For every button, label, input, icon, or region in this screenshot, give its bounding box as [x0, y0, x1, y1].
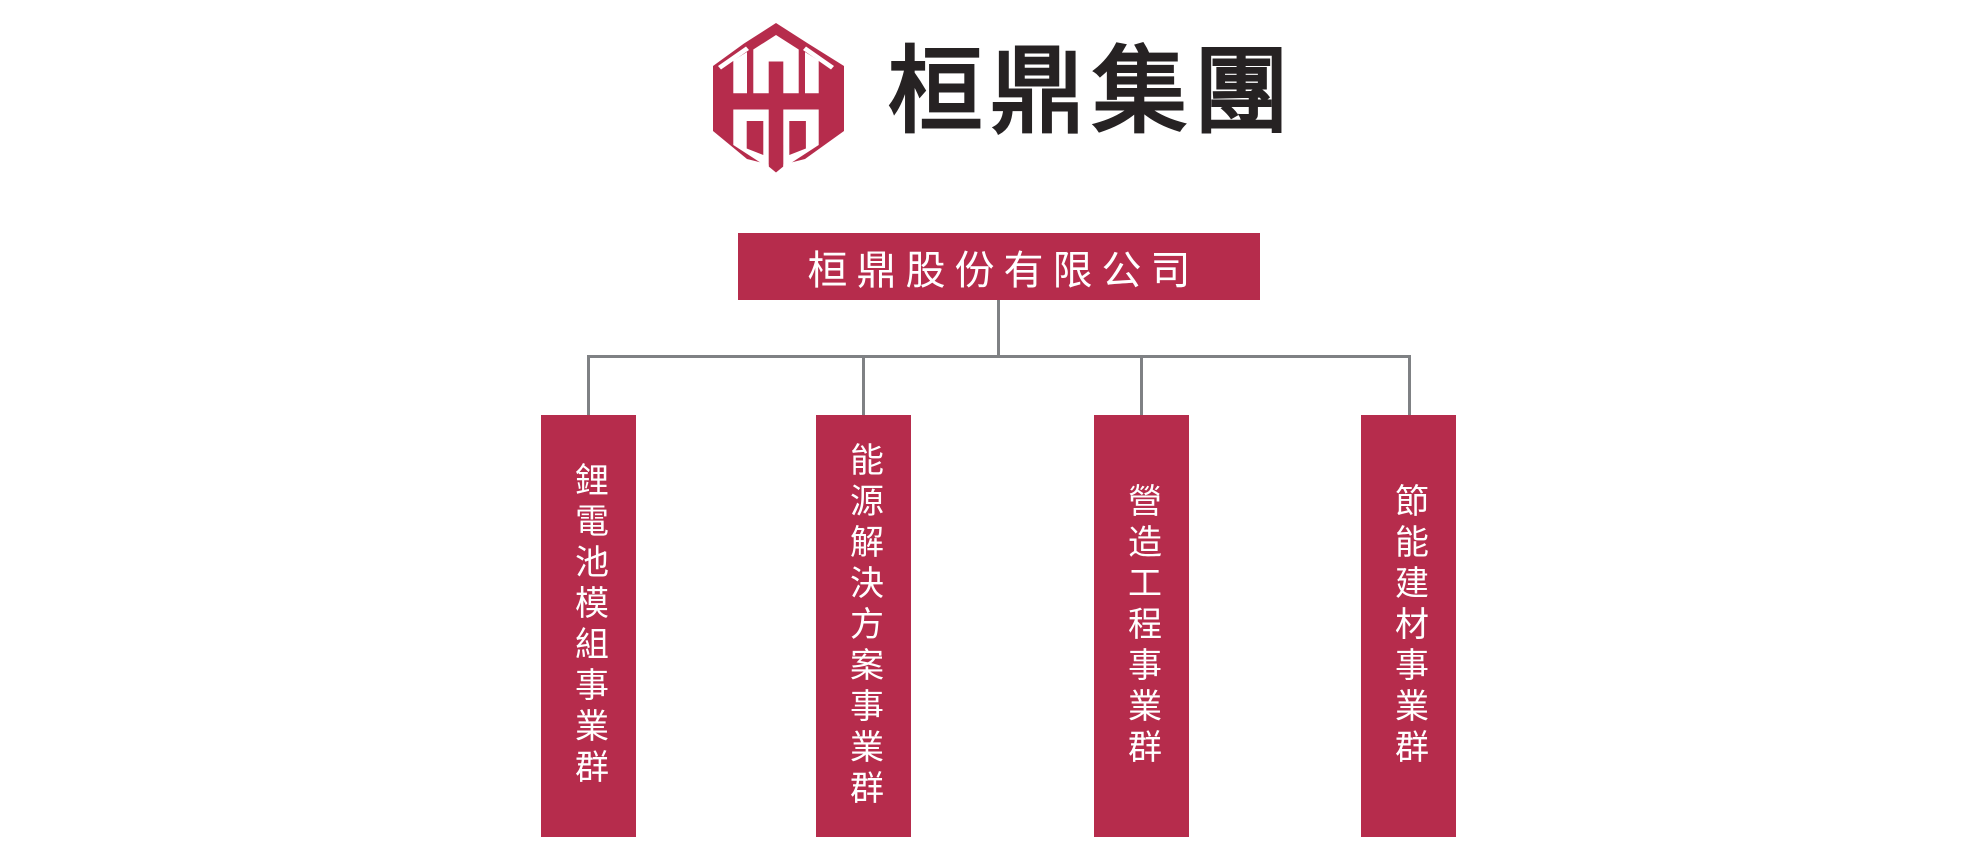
org-root-label: 桓鼎股份有限公司 — [807, 248, 1200, 293]
company-logo-icon — [713, 23, 844, 173]
connector-drop-line — [862, 355, 865, 415]
division-label: 節能建材事業群 — [1389, 482, 1428, 770]
division-box-construction: 營造工程事業群 — [1094, 415, 1189, 837]
connector-drop-line — [587, 355, 590, 415]
division-label: 營造工程事業群 — [1122, 482, 1161, 770]
division-box-energy-solutions: 能源解決方案事業群 — [816, 415, 911, 837]
division-box-green-materials: 節能建材事業群 — [1361, 415, 1456, 837]
division-box-lithium-battery: 鋰電池模組事業群 — [541, 415, 636, 837]
connector-drop-line — [1140, 355, 1143, 415]
org-root-box: 桓鼎股份有限公司 — [738, 233, 1260, 300]
connector-horizontal-line — [587, 355, 1411, 358]
division-label: 鋰電池模組事業群 — [569, 462, 608, 790]
company-title: 桓鼎集團 — [888, 38, 1297, 145]
connector-drop-line — [1408, 355, 1411, 415]
division-label: 能源解決方案事業群 — [844, 441, 883, 811]
connector-stem-line — [997, 300, 1000, 357]
